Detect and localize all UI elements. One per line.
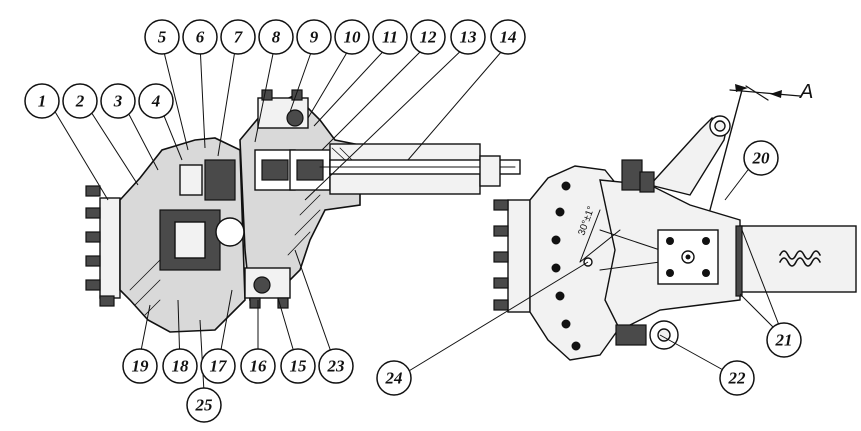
callout-5: 5 — [144, 19, 180, 55]
svg-text:9: 9 — [310, 28, 319, 47]
svg-text:20: 20 — [752, 149, 771, 168]
callout-24: 24 — [376, 360, 412, 396]
callout-17: 17 — [200, 348, 236, 384]
svg-text:7: 7 — [234, 28, 244, 47]
left-hub-assembly-section — [85, 89, 521, 333]
callout-12: 12 — [410, 19, 446, 55]
svg-text:14: 14 — [500, 28, 517, 47]
svg-text:2: 2 — [75, 92, 85, 111]
callout-6: 6 — [182, 19, 218, 55]
right-hub-assembly-view: 30°±1° A — [493, 81, 857, 361]
callout-14: 14 — [490, 19, 526, 55]
svg-text:10: 10 — [344, 28, 362, 47]
callout-9: 9 — [296, 19, 332, 55]
universal-joint — [254, 149, 331, 191]
svg-text:24: 24 — [385, 369, 403, 388]
svg-text:11: 11 — [382, 28, 398, 47]
svg-text:1: 1 — [38, 92, 47, 111]
svg-text:23: 23 — [327, 357, 346, 376]
svg-text:21: 21 — [775, 331, 793, 350]
view-a-label: A — [799, 81, 813, 103]
callout-7: 7 — [220, 19, 256, 55]
callout-16: 16 — [240, 348, 276, 384]
svg-text:13: 13 — [460, 28, 478, 47]
callout-22: 22 — [719, 360, 755, 396]
svg-text:5: 5 — [158, 28, 167, 47]
svg-text:3: 3 — [113, 92, 123, 111]
svg-text:22: 22 — [728, 369, 747, 388]
svg-text:12: 12 — [420, 28, 438, 47]
svg-text:4: 4 — [151, 92, 161, 111]
callout-2: 2 — [62, 83, 98, 119]
callout-1: 1 — [24, 83, 60, 119]
callout-4: 4 — [138, 83, 174, 119]
svg-text:6: 6 — [196, 28, 205, 47]
callout-15: 15 — [280, 348, 316, 384]
svg-text:18: 18 — [172, 357, 190, 376]
svg-text:25: 25 — [195, 396, 214, 415]
wheel-flange — [85, 185, 121, 307]
callout-21: 21 — [766, 322, 802, 358]
svg-text:15: 15 — [290, 357, 308, 376]
view-a-arrow — [709, 84, 801, 211]
callout-3: 3 — [100, 83, 136, 119]
right-wheel-flange — [493, 199, 531, 313]
spring-coil — [779, 250, 821, 267]
callout-18: 18 — [162, 348, 198, 384]
svg-text:19: 19 — [132, 357, 150, 376]
callout-10: 10 — [334, 19, 370, 55]
svg-text:16: 16 — [250, 357, 268, 376]
callout-23: 23 — [318, 348, 354, 384]
cover-plate — [657, 229, 719, 285]
callout-25: 25 — [186, 387, 222, 423]
section-hatch — [129, 147, 353, 316]
callout-8: 8 — [258, 19, 294, 55]
svg-text:8: 8 — [272, 28, 281, 47]
bottom-bracket — [244, 267, 291, 299]
callout-bubbles: 1 2 3 4 5 6 7 8 9 10 11 12 13 14 15 16 1… — [24, 19, 802, 423]
callout-20: 20 — [743, 140, 779, 176]
callout-19: 19 — [122, 348, 158, 384]
callout-13: 13 — [450, 19, 486, 55]
svg-text:17: 17 — [210, 357, 229, 376]
callout-11: 11 — [372, 19, 408, 55]
